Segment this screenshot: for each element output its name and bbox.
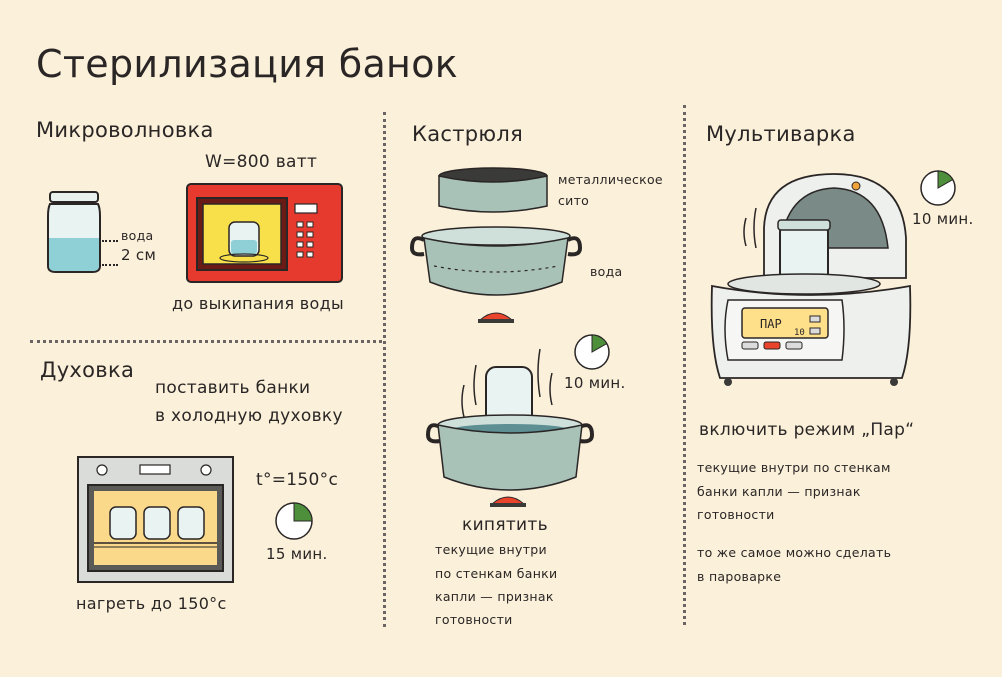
multicooker-note-line2: банки капли — признак [697, 484, 861, 499]
pot-icon [409, 226, 583, 296]
pot-boil-label: кипятить [462, 515, 548, 535]
pot-note-line2: по стенкам банки [435, 566, 558, 581]
oven-heading: Духовка [40, 358, 135, 382]
water-depth-marker [102, 240, 118, 266]
pot-note-line3: капли — признак [435, 589, 554, 604]
flame-icon-2 [490, 496, 526, 507]
multicooker-note-line3: готовности [697, 507, 775, 522]
multicooker-note-line1: текущие внутри по стенкам [697, 460, 891, 475]
oven-caption: нагреть до 150°c [76, 594, 227, 613]
pot-timer-icon [574, 334, 610, 370]
microwave-caption: до выкипания воды [172, 294, 344, 313]
microwave-depth-label: 2 см [121, 246, 157, 264]
divider-horizontal [30, 340, 382, 343]
oven-instruction-line2: в холодную духовку [155, 406, 343, 426]
multicooker-display-text: ПАР [760, 317, 782, 331]
multicooker-alt-line1: то же самое можно сделать [697, 545, 892, 560]
sieve-label-line1: металлическое [558, 172, 663, 187]
divider-vertical-left [383, 112, 386, 627]
sieve-label-line2: сито [558, 193, 590, 208]
pot-note-line1: текущие внутри [435, 542, 547, 557]
oven-time: 15 мин. [266, 545, 328, 563]
pot-water-label: вода [590, 264, 623, 279]
multicooker-display-number: 10 [794, 328, 805, 338]
flame-icon [478, 312, 514, 323]
pot-with-jar-icon [425, 348, 595, 491]
multicooker-heading: Мультиварка [706, 122, 856, 146]
multicooker-alt-line2: в пароварке [697, 569, 782, 584]
pot-heading: Кастрюля [412, 122, 524, 146]
sieve-icon [438, 167, 548, 213]
page-title: Стерилизация банок [36, 42, 459, 86]
multicooker-time: 10 мин. [912, 210, 974, 228]
microwave-water-label: вода [121, 228, 154, 243]
oven-temperature: t°=150°c [256, 470, 339, 490]
microwave-icon [186, 183, 343, 283]
divider-vertical-right [683, 105, 686, 625]
water-jar-icon [47, 191, 101, 273]
multicooker-mode: включить режим „Пар“ [699, 420, 915, 440]
oven-timer-icon [275, 502, 313, 540]
microwave-power-label: W=800 ватт [205, 152, 318, 172]
oven-instruction-line1: поставить банки [155, 378, 311, 398]
microwave-heading: Микроволновка [36, 118, 214, 142]
multicooker-timer-icon [920, 170, 956, 206]
pot-note-line4: готовности [435, 612, 513, 627]
oven-icon [77, 456, 234, 583]
pot-time: 10 мин. [564, 374, 626, 392]
multicooker-icon: ПАР 10 [710, 173, 912, 386]
